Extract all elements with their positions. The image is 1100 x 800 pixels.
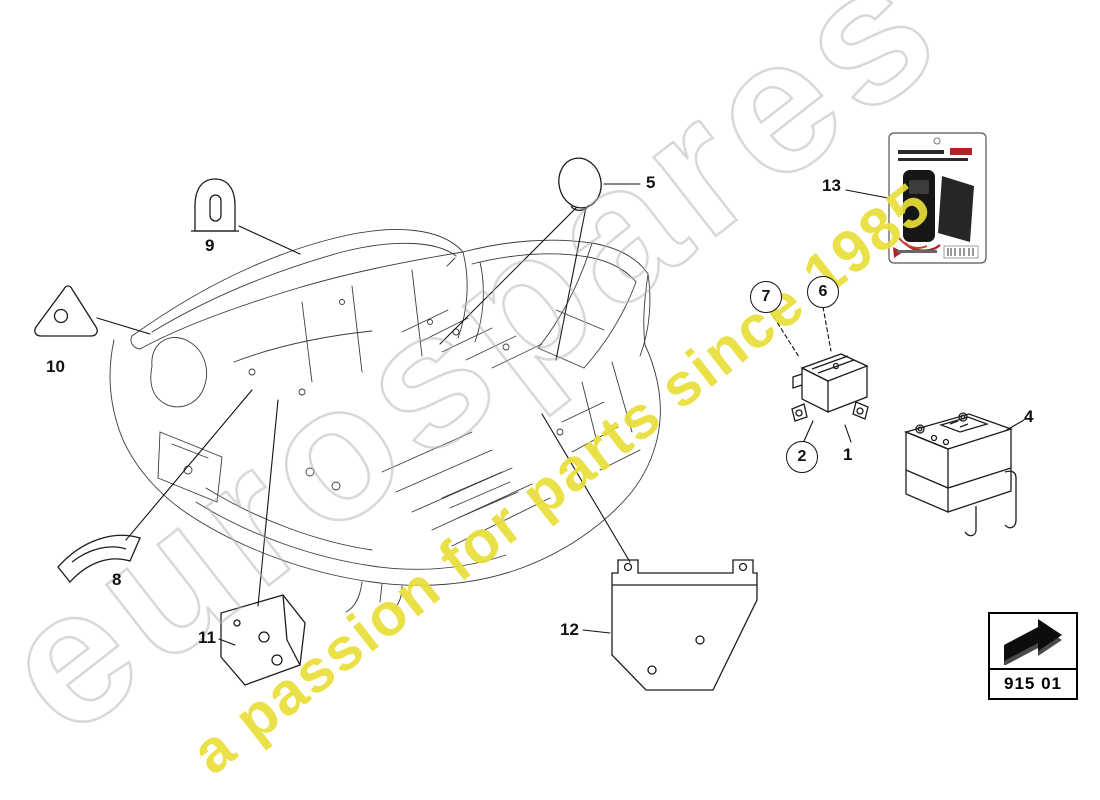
callout-1[interactable]: 1	[843, 445, 853, 464]
car-body-wireframe	[109, 229, 661, 613]
part-grommet[interactable]	[191, 178, 239, 232]
callout-4[interactable]: 4	[1024, 407, 1034, 426]
callout-7[interactable]: 7	[750, 281, 782, 313]
package-text-lines	[898, 148, 972, 161]
part-control-module[interactable]	[791, 353, 869, 422]
callout-13[interactable]: 13	[822, 176, 841, 195]
callout-8[interactable]: 8	[112, 570, 122, 589]
callout-9[interactable]: 9	[205, 236, 215, 255]
direction-arrow-icon	[1004, 619, 1062, 665]
part-battery[interactable]	[904, 412, 1017, 537]
callout-10[interactable]: 10	[46, 357, 65, 376]
callout-5[interactable]: 5	[646, 173, 656, 192]
part-code-box: 915 01	[988, 612, 1078, 700]
callout-6[interactable]: 6	[807, 276, 839, 308]
callout-2[interactable]: 2	[786, 441, 818, 473]
callout-12[interactable]: 12	[560, 620, 579, 639]
icon-area	[990, 614, 1076, 668]
part-bracket-large[interactable]	[611, 559, 758, 691]
part-triangle-cover[interactable]	[34, 285, 98, 337]
callout-11[interactable]: 11	[198, 628, 216, 647]
part-code-label: 915 01	[990, 668, 1076, 698]
leader-lines	[96, 183, 1025, 646]
hang-hole	[933, 137, 941, 145]
package-barcode	[897, 245, 979, 259]
part-oval-cap[interactable]	[554, 154, 605, 212]
charger-device-image	[903, 170, 974, 242]
part-heat-shield-sheet[interactable]	[57, 534, 141, 584]
part-bracket-small[interactable]	[220, 594, 306, 686]
part-battery-charger-package[interactable]	[888, 132, 987, 264]
